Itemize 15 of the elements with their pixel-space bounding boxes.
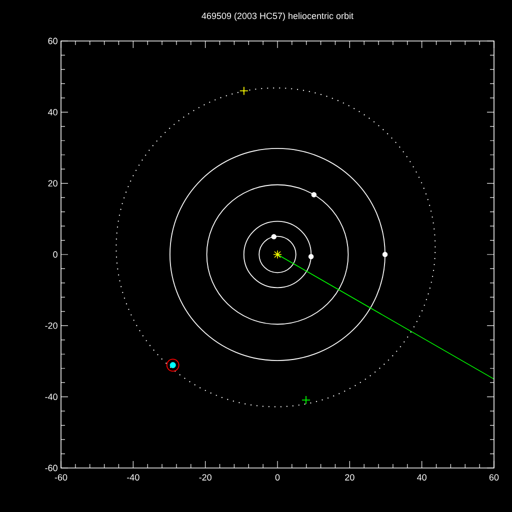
tick-label: -40 xyxy=(45,394,58,400)
tick-label: 20 xyxy=(48,180,58,187)
tick-label: 20 xyxy=(345,474,354,481)
tick-label: 60 xyxy=(489,474,499,481)
tick-label: -20 xyxy=(199,474,212,481)
tick-label: 40 xyxy=(48,108,58,116)
tick-label: 60 xyxy=(48,38,58,44)
tick-label: -60 xyxy=(54,474,68,481)
tick-label: -60 xyxy=(45,464,58,472)
tick-label: 0 xyxy=(53,251,58,258)
tick-label: 40 xyxy=(417,474,426,481)
tick-label: -40 xyxy=(127,474,140,481)
tick-label: -20 xyxy=(45,322,58,329)
chart-title: 469509 (2003 HC57) heliocentric orbit xyxy=(202,12,354,21)
tick-label: 0 xyxy=(275,474,280,481)
